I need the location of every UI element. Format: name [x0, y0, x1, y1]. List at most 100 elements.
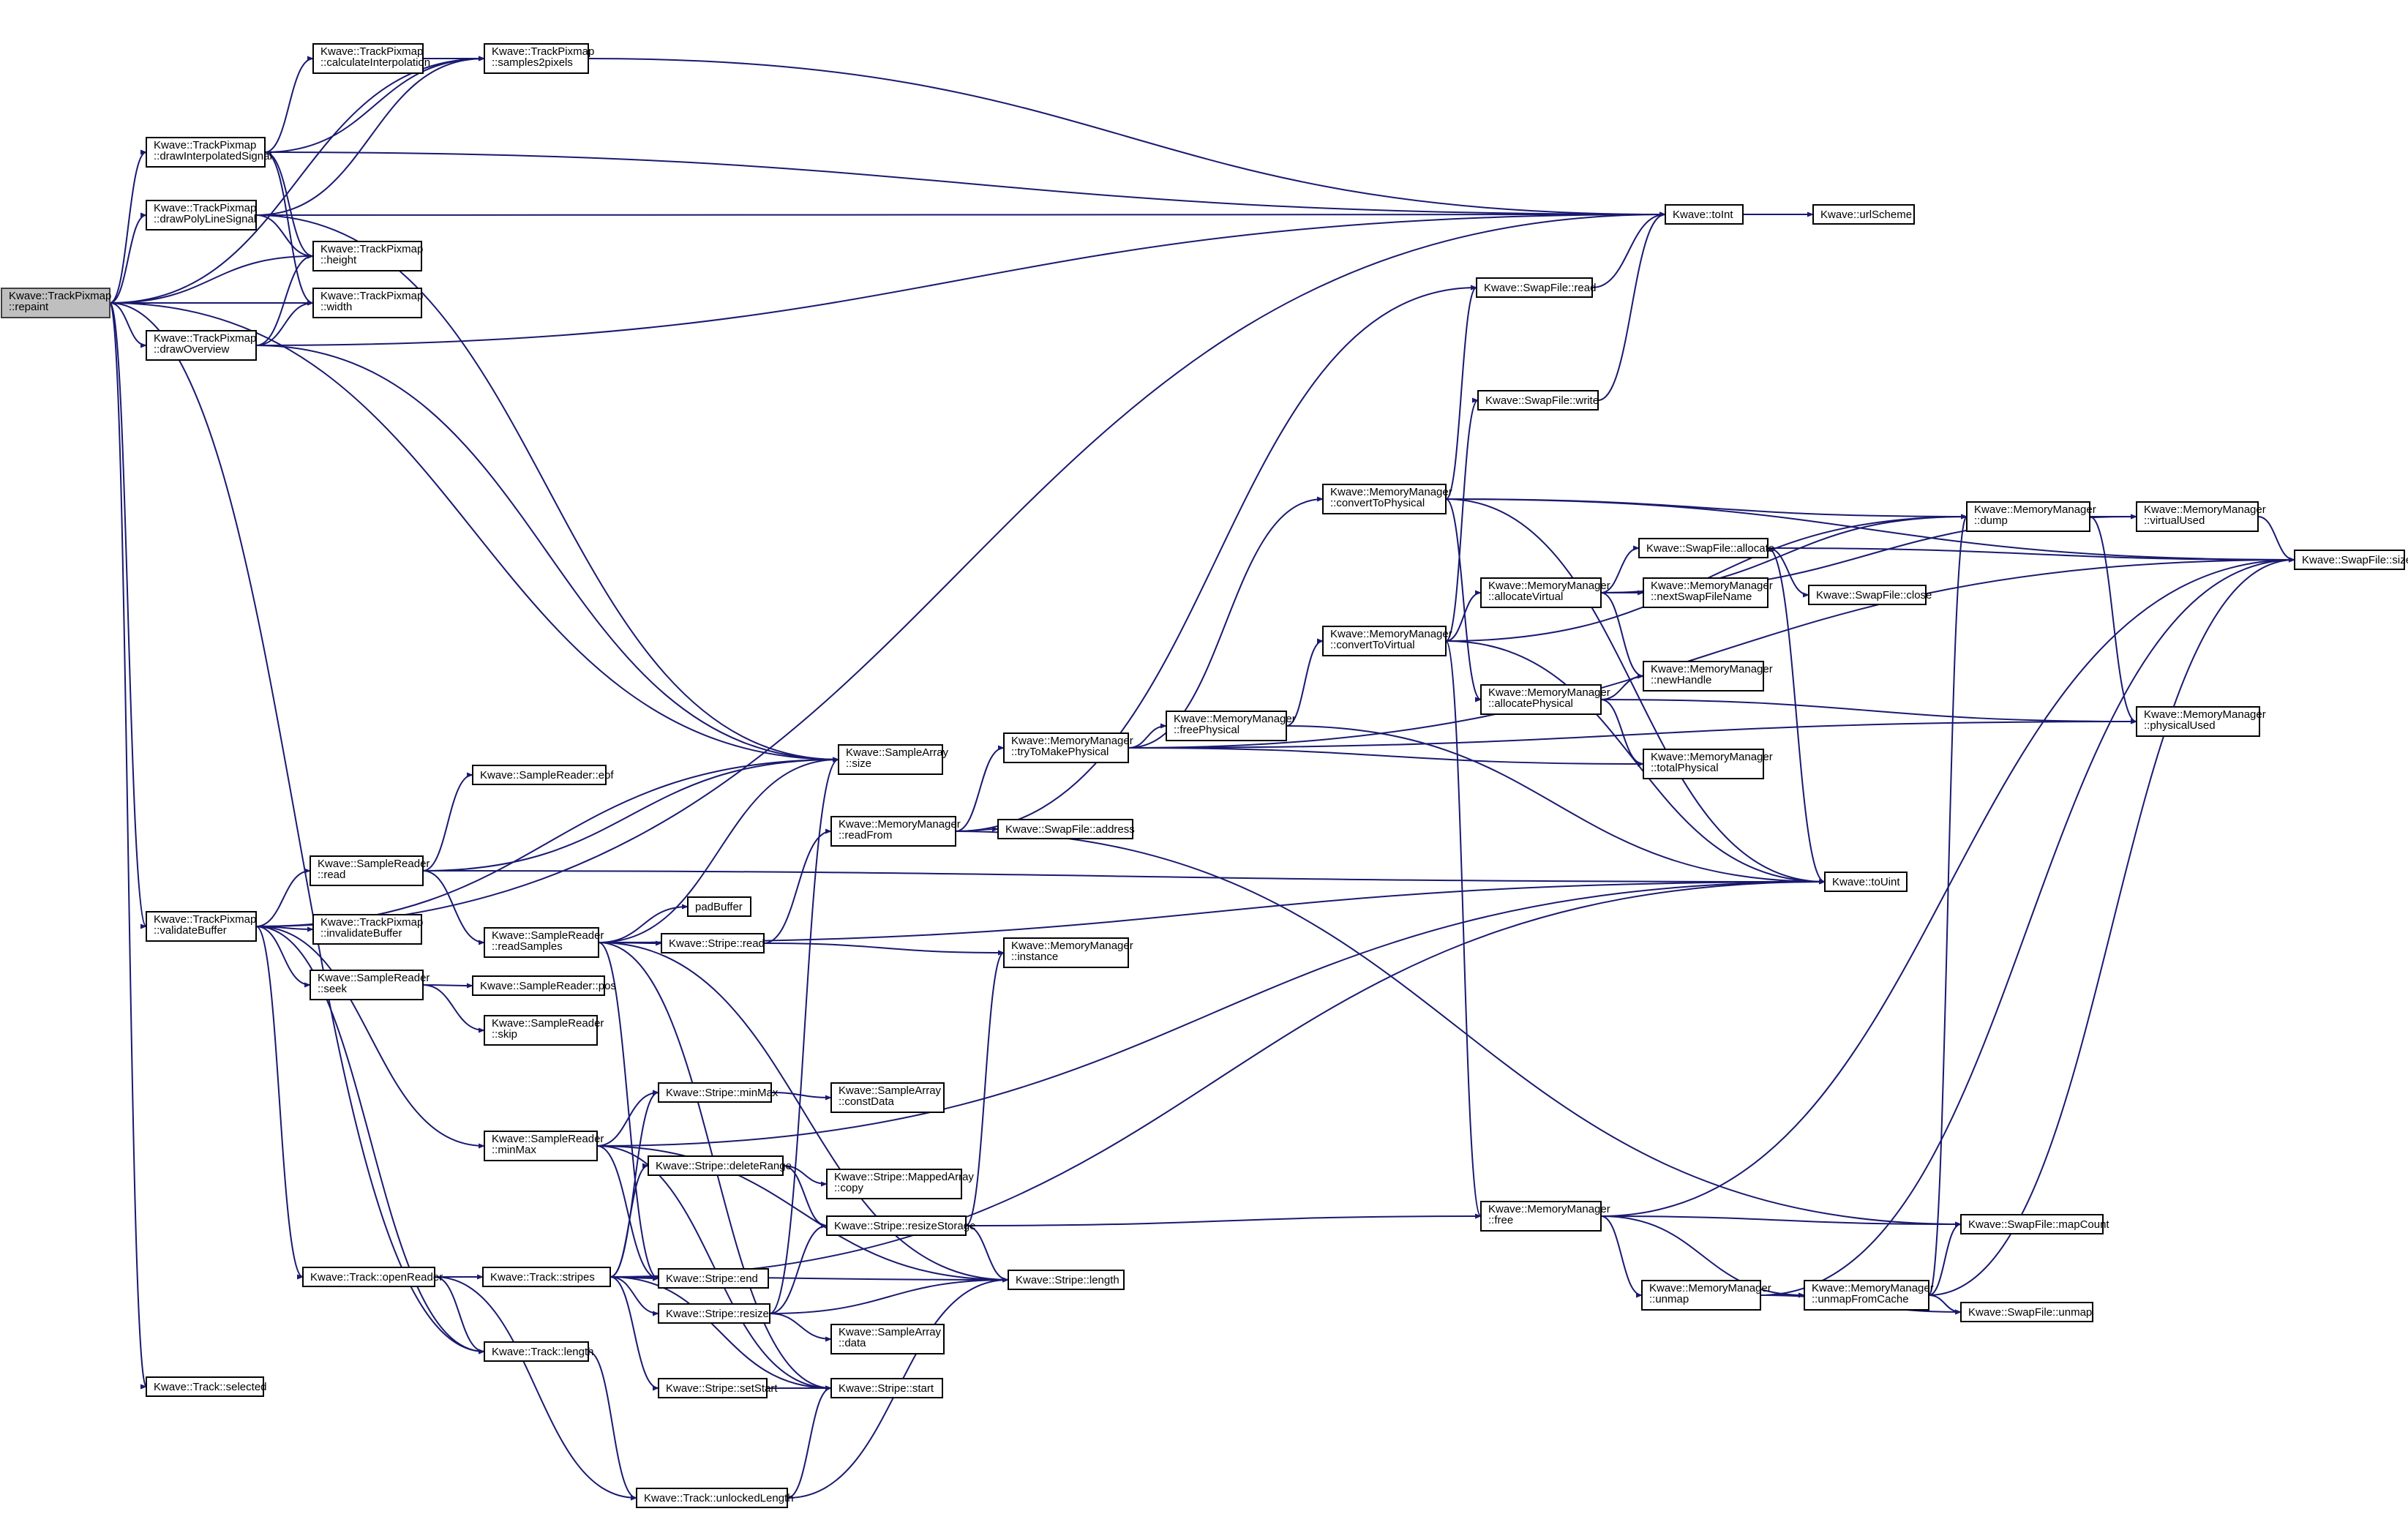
- node-to-uint[interactable]: Kwave::toUint: [1824, 872, 1908, 892]
- node-mm-dump[interactable]: Kwave::MemoryManager::dump: [1966, 501, 2096, 532]
- node-virtual-used[interactable]: Kwave::MemoryManager::virtualUsed: [2136, 501, 2266, 532]
- node-mm-free[interactable]: Kwave::MemoryManager::free: [1480, 1201, 1610, 1232]
- node-calc-interp[interactable]: Kwave::TrackPixmap::calculateInterpolati…: [312, 43, 430, 74]
- node-open-reader[interactable]: Kwave::Track::openReader: [302, 1267, 443, 1287]
- node-label: Kwave::TrackPixmap: [9, 290, 111, 302]
- node-label: Kwave::Stripe::minMax: [666, 1087, 779, 1099]
- node-stripe-read[interactable]: Kwave::Stripe::read: [661, 933, 765, 953]
- node-free-physical[interactable]: Kwave::MemoryManager::freePhysical: [1166, 711, 1296, 741]
- node-map-count[interactable]: Kwave::SwapFile::mapCount: [1960, 1214, 2109, 1234]
- node-new-handle[interactable]: Kwave::MemoryManager::newHandle: [1643, 661, 1773, 692]
- node-resize-storage[interactable]: Kwave::Stripe::resizeStorage: [826, 1215, 975, 1236]
- node-read-samples[interactable]: Kwave::SampleReader::readSamples: [484, 927, 604, 958]
- node-track-selected[interactable]: Kwave::Track::selected: [146, 1376, 267, 1397]
- node-stripe-start[interactable]: Kwave::Stripe::start: [830, 1378, 943, 1398]
- node-height[interactable]: Kwave::TrackPixmap::height: [312, 241, 423, 271]
- node-label: Kwave::toInt: [1673, 209, 1733, 221]
- node-invalidate-buffer[interactable]: Kwave::TrackPixmap::invalidateBuffer: [312, 914, 423, 945]
- node-track-stripes[interactable]: Kwave::Track::stripes: [482, 1267, 611, 1287]
- node-label: Kwave::SwapFile::allocate: [1646, 542, 1774, 555]
- node-stripe-length[interactable]: Kwave::Stripe::length: [1008, 1270, 1125, 1290]
- node-physical-used[interactable]: Kwave::MemoryManager::physicalUsed: [2136, 706, 2266, 737]
- node-label-line2: ::virtualUsed: [2144, 514, 2205, 527]
- node-box: [146, 911, 257, 942]
- node-to-int[interactable]: Kwave::toInt: [1665, 204, 1744, 225]
- node-box: [838, 744, 943, 775]
- node-mapped-copy[interactable]: Kwave::Stripe::MappedArray::copy: [826, 1169, 974, 1199]
- edge-convertToPhysical-to-allocatePhysical: [1445, 498, 1482, 702]
- node-draw-interp[interactable]: Kwave::TrackPixmap::drawInterpolatedSign…: [146, 137, 272, 168]
- node-stripe-end[interactable]: Kwave::Stripe::end: [658, 1268, 769, 1289]
- node-label-line2: ::drawInterpolatedSignal: [154, 150, 272, 162]
- node-label-line2: ::instance: [1011, 951, 1058, 963]
- node-label: Kwave::MemoryManager: [2144, 708, 2266, 721]
- node-swap-close[interactable]: Kwave::SwapFile::close: [1808, 585, 1932, 605]
- node-pad-buffer[interactable]: padBuffer: [687, 896, 751, 917]
- node-swap-address[interactable]: Kwave::SwapFile::address: [997, 819, 1135, 839]
- node-samples2pixels[interactable]: Kwave::TrackPixmap::samples2pixels: [484, 43, 594, 74]
- edge-mmDump-to-physicalUsed: [2089, 516, 2137, 724]
- node-label-line2: ::allocatePhysical: [1488, 697, 1573, 710]
- node-sr-min-max[interactable]: Kwave::SampleReader::minMax: [484, 1131, 604, 1161]
- node-swap-unmap[interactable]: Kwave::SwapFile::unmap: [1960, 1302, 2093, 1322]
- node-box: [648, 1155, 784, 1176]
- node-draw-overview[interactable]: Kwave::TrackPixmap::drawOverview: [146, 330, 257, 361]
- node-box: [310, 855, 424, 886]
- node-sr-seek[interactable]: Kwave::SampleReader::seek: [310, 970, 430, 1000]
- node-next-swap-file-name[interactable]: Kwave::MemoryManager::nextSwapFileName: [1643, 577, 1773, 608]
- node-allocate-physical[interactable]: Kwave::MemoryManager::allocatePhysical: [1480, 684, 1610, 715]
- node-mm-instance[interactable]: Kwave::MemoryManager::instance: [1003, 937, 1133, 968]
- node-label: Kwave::Stripe::resizeStorage: [834, 1220, 975, 1232]
- node-set-start[interactable]: Kwave::Stripe::setStart: [658, 1378, 778, 1398]
- function-nodes: Kwave::TrackPixmap::repaintKwave::TrackP…: [1, 43, 2408, 1508]
- node-stripe-resize[interactable]: Kwave::Stripe::resize: [658, 1303, 770, 1324]
- node-repaint[interactable]: Kwave::TrackPixmap::repaint: [1, 288, 111, 318]
- edge-repaint-to-trackSelected: [109, 302, 147, 1390]
- node-label-line2: ::data: [839, 1337, 866, 1349]
- edge-drawOverview-to-width: [255, 300, 314, 346]
- node-read-from[interactable]: Kwave::MemoryManager::readFrom: [830, 816, 961, 847]
- node-box: [312, 241, 422, 271]
- node-validate-buffer[interactable]: Kwave::TrackPixmap::validateBuffer: [146, 911, 257, 942]
- node-label: Kwave::MemoryManager: [1812, 1282, 1934, 1294]
- node-unlocked-length[interactable]: Kwave::Track::unlockedLength: [636, 1488, 794, 1508]
- node-const-data[interactable]: Kwave::SampleArray::constData: [830, 1082, 945, 1113]
- node-convert-to-physical[interactable]: Kwave::MemoryManager::convertToPhysical: [1322, 484, 1452, 514]
- node-label: Kwave::Stripe::length: [1016, 1274, 1119, 1286]
- node-track-length[interactable]: Kwave::Track::length: [484, 1341, 594, 1362]
- node-swap-write[interactable]: Kwave::SwapFile::write: [1477, 390, 1599, 411]
- node-sa-size[interactable]: Kwave::SampleArray::size: [838, 744, 949, 775]
- node-delete-range[interactable]: Kwave::Stripe::deleteRange: [648, 1155, 792, 1176]
- edge-srMinMax-to-stripeEnd: [596, 1145, 659, 1281]
- node-swap-allocate[interactable]: Kwave::SwapFile::allocate: [1638, 538, 1774, 558]
- edge-readSamples-to-stripeLength: [598, 942, 1009, 1283]
- node-swap-size[interactable]: Kwave::SwapFile::size: [2294, 550, 2408, 570]
- node-unmap-from-cache[interactable]: Kwave::MemoryManager::unmapFromCache: [1804, 1280, 1934, 1311]
- edge-stripeRead-to-readFrom: [763, 828, 832, 944]
- node-label-line2: ::invalidateBuffer: [320, 927, 402, 940]
- node-sr-skip[interactable]: Kwave::SampleReader::skip: [484, 1015, 604, 1046]
- node-label: Kwave::MemoryManager: [1488, 580, 1610, 592]
- node-sa-data[interactable]: Kwave::SampleArray::data: [830, 1324, 945, 1354]
- node-width[interactable]: Kwave::TrackPixmap::width: [312, 288, 423, 318]
- node-url-scheme[interactable]: Kwave::urlScheme: [1812, 204, 1915, 225]
- node-convert-to-virtual[interactable]: Kwave::MemoryManager::convertToVirtual: [1322, 626, 1452, 656]
- node-draw-poly[interactable]: Kwave::TrackPixmap::drawPolyLineSignal: [146, 200, 257, 231]
- node-sr-eof[interactable]: Kwave::SampleReader::eof: [472, 765, 614, 785]
- node-label-line2: ::convertToVirtual: [1330, 639, 1415, 651]
- node-swap-read[interactable]: Kwave::SwapFile::read: [1476, 277, 1596, 298]
- node-try-to-make-physical[interactable]: Kwave::MemoryManager::tryToMakePhysical: [1003, 732, 1133, 763]
- node-box: [1322, 484, 1447, 514]
- node-sr-read[interactable]: Kwave::SampleReader::read: [310, 855, 430, 886]
- edge-allocatePhysical-to-totalPhysical: [1600, 699, 1644, 767]
- node-box: [1480, 577, 1602, 608]
- node-stripe-min-max[interactable]: Kwave::Stripe::minMax: [658, 1082, 779, 1103]
- edge-swapAllocate-to-toUint: [1767, 547, 1826, 885]
- node-mm-unmap[interactable]: Kwave::MemoryManager::unmap: [1641, 1280, 1771, 1311]
- node-box: [658, 1378, 768, 1398]
- node-allocate-virtual[interactable]: Kwave::MemoryManager::allocateVirtual: [1480, 577, 1610, 608]
- node-label-line2: ::width: [320, 301, 352, 313]
- node-total-physical[interactable]: Kwave::MemoryManager::totalPhysical: [1643, 749, 1773, 779]
- node-label-line2: ::read: [318, 869, 345, 881]
- node-sr-pos[interactable]: Kwave::SampleReader::pos: [472, 975, 616, 996]
